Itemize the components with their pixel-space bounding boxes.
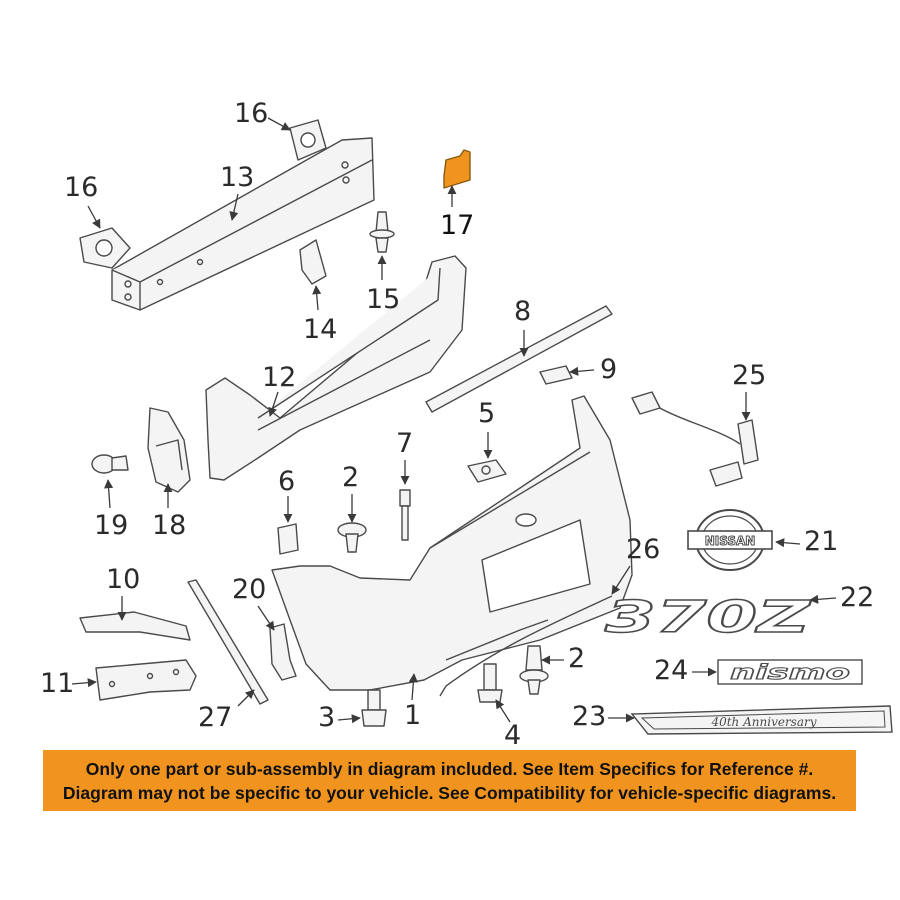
part-19-clip — [91, 454, 129, 474]
part-9-clip — [539, 365, 573, 385]
part-2-clip-right — [519, 645, 549, 695]
callout-5: 5 — [478, 398, 496, 429]
370z-badge-text: 370Z — [605, 592, 812, 643]
callout-22: 22 — [840, 582, 875, 613]
callout-23: 23 — [572, 701, 607, 732]
callout-7: 7 — [396, 428, 414, 459]
callout-4: 4 — [504, 720, 522, 751]
part-16-bracket-top — [289, 119, 327, 161]
part-5-nut-plate — [467, 459, 507, 483]
callout-14: 14 — [303, 314, 338, 345]
callout-8: 8 — [514, 296, 532, 327]
callout-18: 18 — [152, 510, 187, 541]
leader-arrows — [71, 117, 837, 724]
callout-13: 13 — [220, 162, 255, 193]
callout-11: 11 — [40, 668, 75, 699]
part-1-bumper-cover — [271, 395, 633, 691]
callout-2-right: 2 — [568, 643, 586, 674]
nissan-emblem-text: NISSAN — [705, 534, 756, 548]
part-14-bracket — [299, 239, 327, 285]
part-15-clip — [369, 211, 395, 253]
part-4-bolt — [477, 663, 503, 703]
callout-6: 6 — [278, 466, 296, 497]
part-16-bracket-left — [79, 227, 131, 269]
notice-line-1: Only one part or sub-assembly in diagram… — [85, 759, 814, 779]
callout-16-left: 16 — [64, 172, 99, 203]
part-25-harness — [631, 391, 759, 487]
part-12-absorber — [205, 255, 467, 481]
anniversary-badge-text: 40th Anniversary — [710, 715, 816, 729]
part-2-clip — [337, 522, 367, 553]
callout-15: 15 — [366, 284, 401, 315]
callout-9: 9 — [600, 354, 618, 385]
callout-1: 1 — [404, 700, 422, 731]
callout-2-center: 2 — [342, 462, 360, 493]
callout-21: 21 — [804, 526, 839, 557]
part-20-bracket — [269, 623, 297, 681]
callout-17: 17 — [440, 210, 475, 241]
callout-20: 20 — [232, 574, 267, 605]
callout-10: 10 — [106, 564, 141, 595]
part-26-harness — [439, 595, 613, 697]
notice-banner: Only one part or sub-assembly in diagram… — [43, 750, 856, 811]
callout-27: 27 — [198, 702, 233, 733]
callout-25: 25 — [732, 360, 767, 391]
nismo-badge: nismo — [717, 659, 863, 685]
part-27-strip — [187, 579, 269, 705]
part-7-bolt — [399, 489, 411, 541]
part-13-bumper-reinforcement — [111, 137, 375, 311]
callout-26: 26 — [626, 534, 661, 565]
part-17-highlighted — [443, 149, 471, 189]
part-11-bracket — [95, 659, 197, 701]
370z-badge: 370Z — [604, 591, 812, 644]
part-18-guard — [147, 407, 191, 493]
nismo-badge-text: nismo — [730, 660, 850, 684]
part-8-molding-strip — [425, 305, 613, 413]
callout-3: 3 — [318, 702, 336, 733]
callout-19: 19 — [94, 510, 129, 541]
anniversary-badge: 40th Anniversary — [630, 705, 893, 735]
callout-12: 12 — [262, 362, 297, 393]
part-10-bracket — [79, 611, 191, 641]
callout-24: 24 — [654, 655, 689, 686]
nissan-emblem: NISSAN — [687, 509, 773, 571]
part-6-block — [277, 523, 299, 555]
part-3-bolt — [361, 689, 387, 727]
callout-16-top: 16 — [234, 98, 269, 129]
notice-line-2: Diagram may not be specific to your vehi… — [62, 783, 837, 803]
